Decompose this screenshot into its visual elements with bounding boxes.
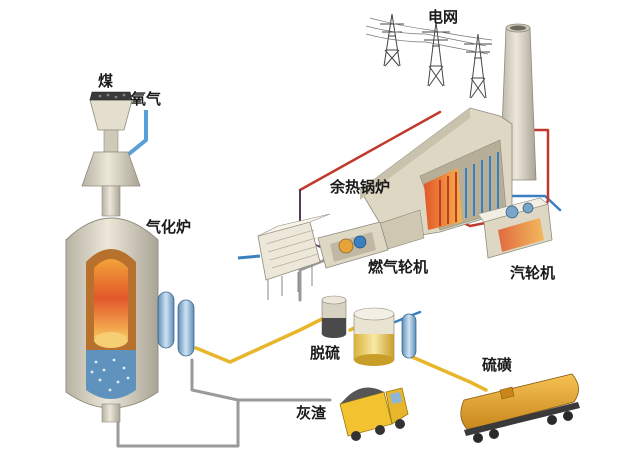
syngas-cleaning-tanks [157, 291, 417, 359]
label-coal: 煤 [98, 72, 113, 90]
sulfur-pipe [408, 354, 488, 392]
transmission-tower-icon [365, 13, 493, 99]
tank-railcar-icon [460, 373, 580, 443]
gas-turbine-unit [237, 213, 389, 300]
steam-turbine-unit [477, 197, 553, 259]
label-gas-turbine: 燃气轮机 [368, 258, 428, 276]
hrsg-unit [359, 107, 513, 253]
label-hrsg: 余热锅炉 [329, 178, 390, 196]
label-steam-turbine: 汽轮机 [510, 264, 555, 282]
label-sulfur: 硫磺 [482, 356, 512, 374]
blue-pipe-2 [498, 194, 562, 212]
red-pipe-1 [298, 110, 442, 192]
gasifier-unit [65, 91, 159, 423]
gray-return-pipe [190, 358, 240, 402]
desulfurization-tanks [321, 295, 395, 366]
label-oxygen: 氧气 [130, 90, 161, 108]
slag-pipe [116, 398, 332, 448]
label-gasifier: 气化炉 [145, 218, 191, 236]
oxygen-pipe [122, 110, 148, 160]
labels: 煤 氧气 电网 气化炉 余热锅炉 燃气轮机 汽轮机 脱硫 硫磺 灰渣 [98, 8, 555, 422]
truck-icon [339, 387, 409, 441]
syngas-pipe [194, 310, 338, 364]
label-slag: 灰渣 [296, 404, 327, 422]
label-desulfurization: 脱硫 [310, 344, 340, 362]
label-grid: 电网 [428, 8, 458, 26]
